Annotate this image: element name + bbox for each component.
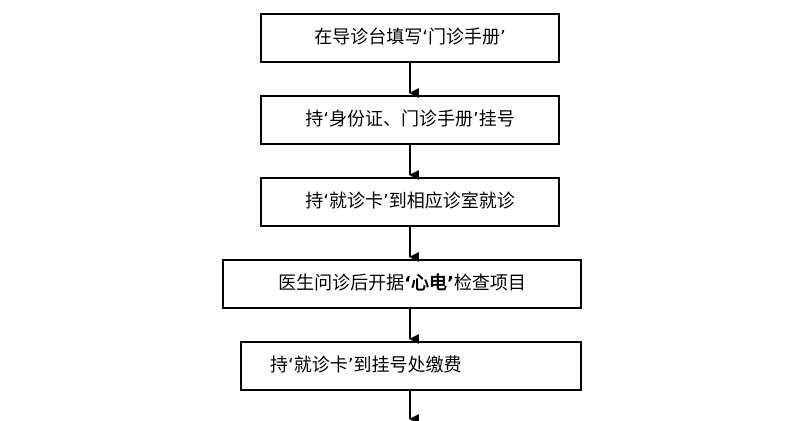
step-label: 持‘就诊卡’到挂号处缴费 — [270, 355, 462, 376]
step-consult-room: 持‘就诊卡’到相应诊室就诊 — [260, 177, 560, 227]
step-label: 持‘就诊卡’到相应诊室就诊 — [305, 191, 515, 212]
step-register-with-id: 持‘身份证、门诊手册’挂号 — [260, 95, 560, 145]
step-label-emphasis: ‘心电’ — [404, 273, 454, 294]
step-label-after: 检查项目 — [453, 273, 526, 294]
step-fill-outpatient-manual: 在导诊台填写‘门诊手册’ — [260, 13, 560, 63]
step-ecg-order: 医生问诊后开据‘心电’检查项目 — [222, 259, 582, 309]
step-label: 持‘身份证、门诊手册’挂号 — [305, 109, 515, 130]
step-label: 在导诊台填写‘门诊手册’ — [314, 27, 506, 48]
step-label-before: 医生问诊后开据 — [278, 273, 405, 294]
